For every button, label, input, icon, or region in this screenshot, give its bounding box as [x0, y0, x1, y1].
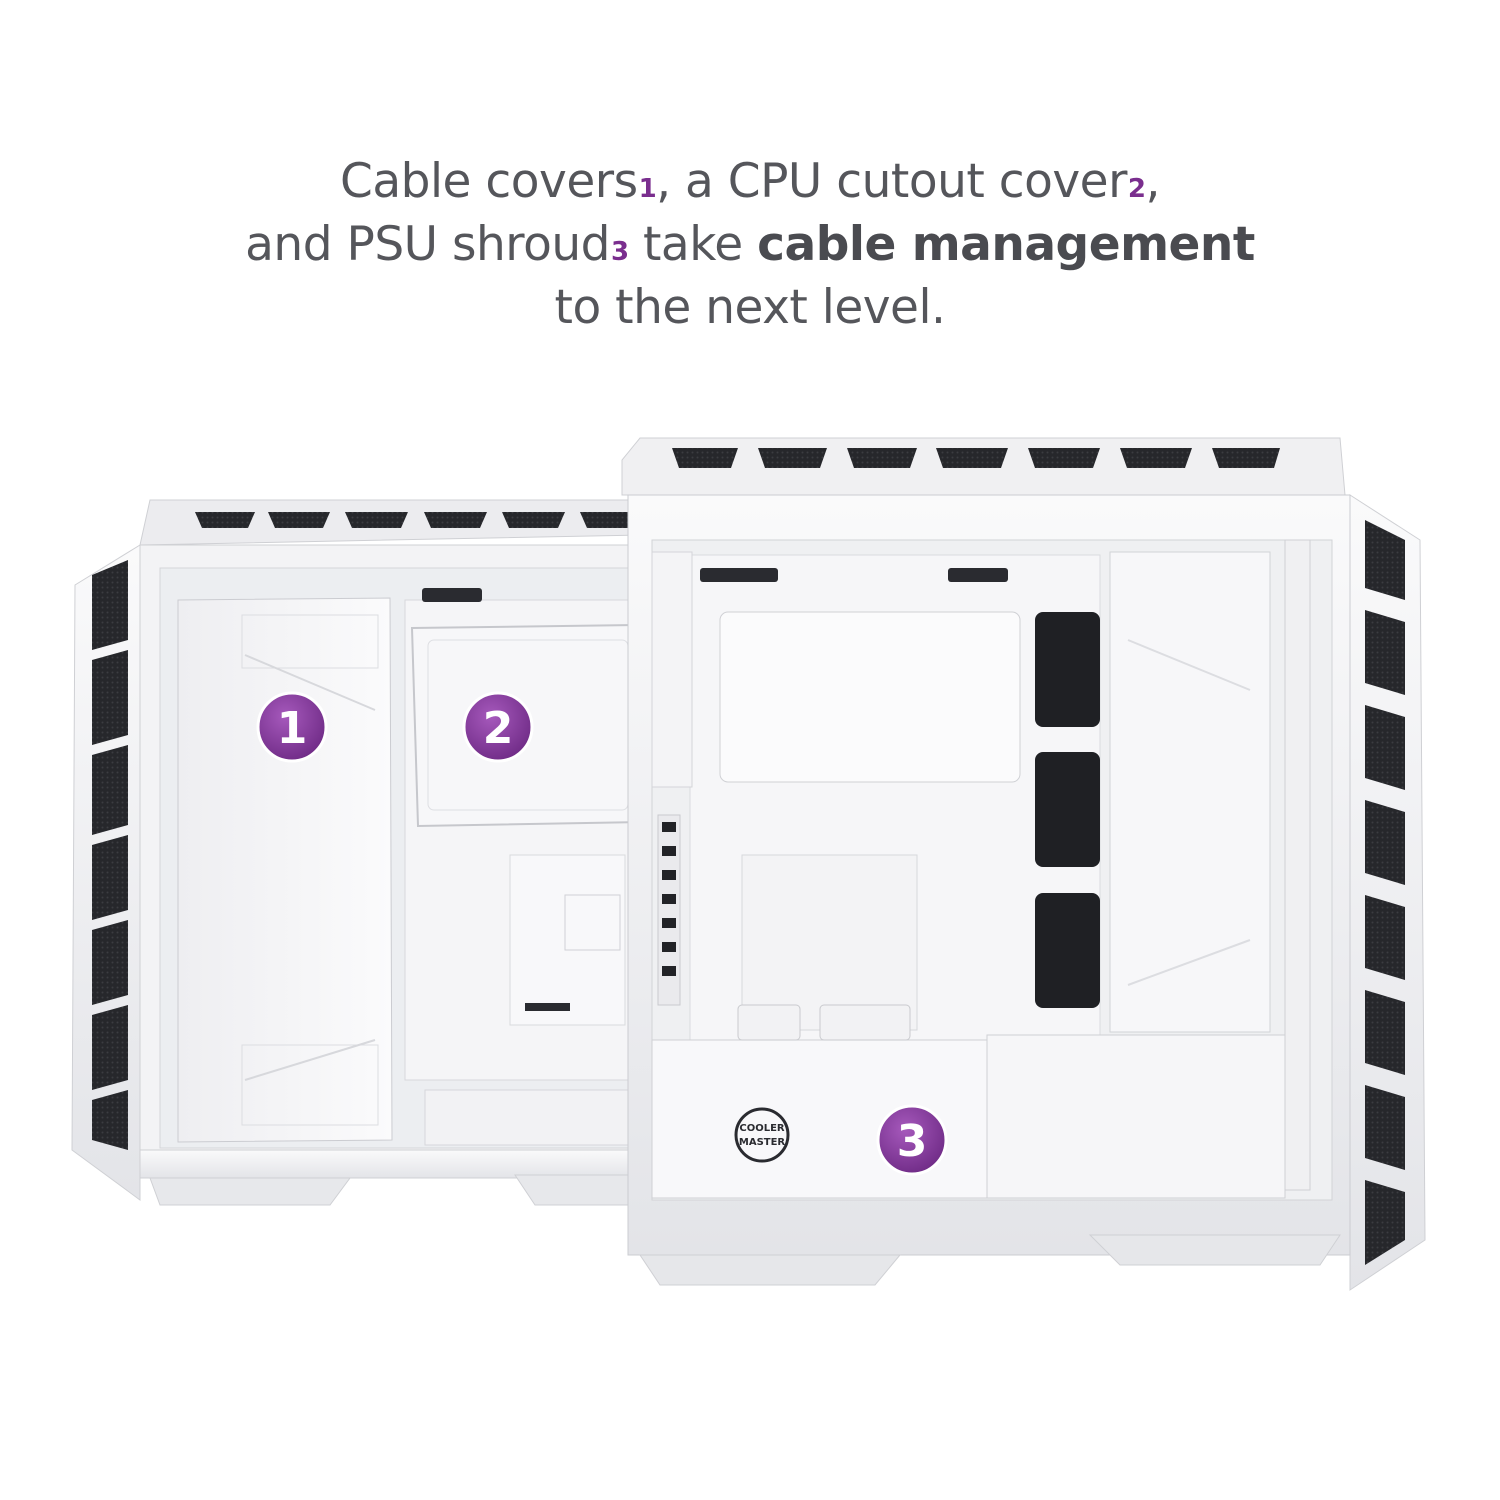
logo-text-line2: MASTER	[739, 1137, 786, 1148]
footnote-1: 1	[638, 174, 657, 204]
headline-line-2: and PSU shroud3 take cable management	[0, 213, 1500, 276]
front-case: COOLER MASTER	[621, 437, 1426, 1291]
case-illustration: COOLER MASTER 1 2 3	[71, 437, 1426, 1291]
headline-text: Cable covers	[340, 154, 638, 209]
headline: Cable covers1, a CPU cutout cover2, and …	[0, 150, 1500, 339]
callout-badge-2: 2	[462, 691, 534, 763]
footnote-2: 2	[1127, 174, 1146, 204]
side-vents-left	[92, 560, 128, 1150]
headline-line-1: Cable covers1, a CPU cutout cover2,	[0, 150, 1500, 213]
headline-emphasis: cable management	[757, 217, 1255, 272]
top-vents-left	[195, 512, 638, 528]
brand-logo: COOLER MASTER	[734, 1107, 790, 1163]
headline-text: , a CPU cutout cover	[656, 154, 1127, 209]
callout-badge-1: 1	[256, 691, 328, 763]
headline-text: take	[628, 217, 758, 272]
cable-cover	[177, 597, 393, 1143]
headline-text: ,	[1145, 154, 1161, 209]
logo-text-line1: COOLER	[739, 1123, 785, 1134]
grommets	[1035, 612, 1100, 1008]
headline-text: and PSU shroud	[245, 217, 610, 272]
callout-number-3: 3	[897, 1116, 928, 1167]
headline-line-3: to the next level.	[554, 280, 946, 335]
callout-badge-3: 3	[876, 1104, 948, 1176]
expansion-slots	[657, 814, 681, 1006]
side-vents-right	[1365, 520, 1405, 1265]
top-vents-right	[672, 448, 1280, 468]
callout-number-2: 2	[483, 703, 514, 754]
back-case	[71, 499, 641, 1206]
callout-number-1: 1	[277, 703, 308, 754]
footnote-3: 3	[610, 237, 629, 267]
